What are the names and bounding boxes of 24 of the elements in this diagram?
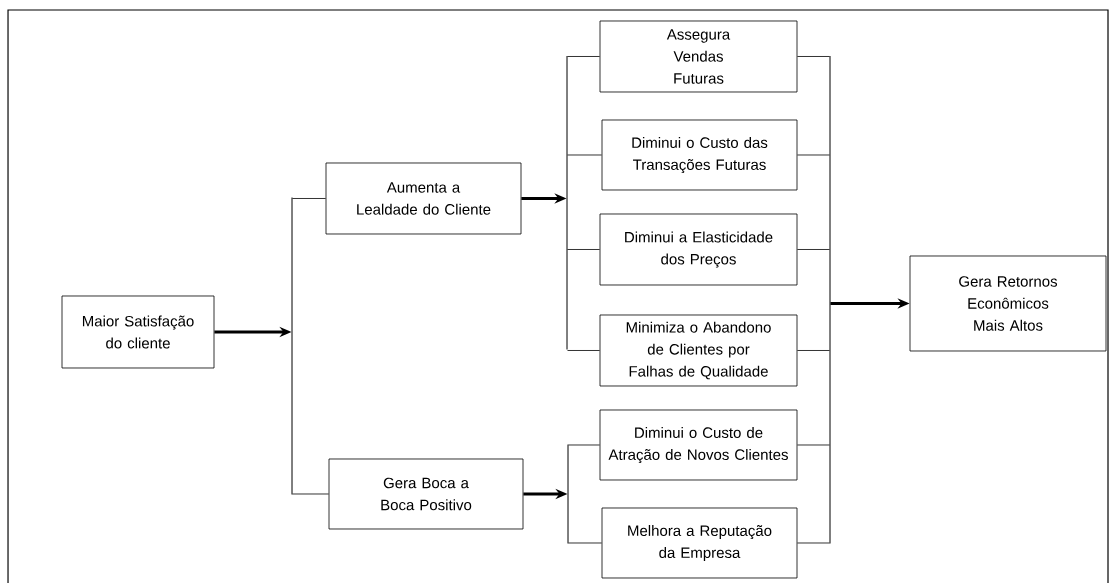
connector-line [567, 249, 600, 250]
process-box: Minimiza o Abandono de Clientes por Falhas de Qualidade [599, 314, 798, 387]
process-box: Gera Retornos Econômicos Mais Altos [909, 255, 1107, 352]
connector-line [797, 542, 830, 544]
process-box: Maior Satisfação do cliente [61, 295, 215, 369]
process-box: Gera Boca a Boca Positivo [328, 458, 524, 530]
connector-line [797, 154, 830, 156]
connector-line [568, 542, 602, 544]
connector-line [292, 198, 326, 199]
process-box: Diminui o Custo de Atração de Novos Clientes [599, 409, 798, 481]
connector-line [797, 249, 830, 250]
process-box: Aumenta a Lealdade do Cliente [325, 162, 522, 235]
connector-line [567, 350, 600, 351]
connector-line [797, 444, 830, 446]
process-box: Diminui o Custo das Transações Futuras [601, 119, 798, 191]
process-box: Diminui a Elasticidade dos Preços [599, 213, 798, 286]
connector-line [292, 493, 329, 495]
connector-line [567, 56, 600, 57]
connector-line [797, 56, 830, 57]
connector-line [568, 444, 600, 446]
process-box: Assegura Vendas Futuras [599, 20, 798, 93]
connector-line [567, 154, 602, 156]
process-box: Melhora a Reputação da Empresa [601, 507, 798, 579]
connector-line [797, 350, 830, 351]
